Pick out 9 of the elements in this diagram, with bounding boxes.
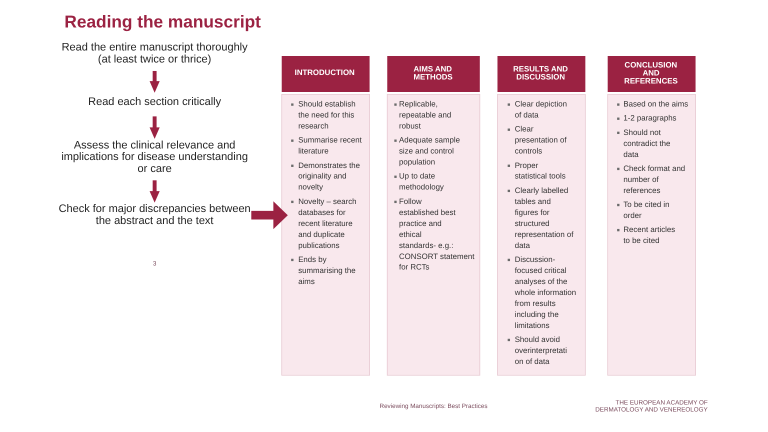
diagram-title: Reading the manuscript [64,11,260,32]
node-text: Assess the clinical relevance and implications for disease understanding or care [60,139,248,175]
arrow [149,70,160,93]
arrow [149,180,160,203]
node-text: Read each section critically [88,96,221,108]
node-text: Read the entire manuscript thoroughly (at least twice or thrice) [61,42,248,66]
arrow [149,116,160,139]
node-text: Check for major discrepancies between the abstract and the text [58,203,250,227]
arrow [250,201,288,230]
